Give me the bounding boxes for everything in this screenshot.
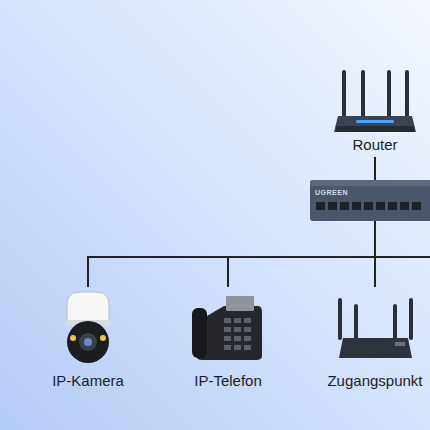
led-strip [356,120,394,123]
key [244,318,251,323]
port [376,202,385,210]
camera-icon [66,292,110,363]
device-node: IP-Telefon [190,287,266,393]
antenna [338,298,342,340]
key [234,318,241,323]
camera-housing [67,292,109,322]
port [400,202,409,210]
keypad [224,318,251,350]
port [352,202,361,210]
port-row [316,202,421,210]
device-label: IP-Telefon [190,372,266,390]
key [224,345,231,350]
router-body [334,116,416,132]
key [244,336,251,341]
network-cable [375,256,430,258]
access-point-body [339,338,412,358]
port [388,202,397,210]
key [234,327,241,332]
port [316,202,325,210]
network-cable [374,157,376,287]
access-point-icon [338,298,413,358]
port [340,202,349,210]
switch-body [310,180,430,221]
device-node: IP-Kamera [48,287,128,393]
switch-icon [310,180,430,221]
antenna [354,304,358,340]
device-label: Router [332,136,418,154]
port [328,202,337,210]
key [244,327,251,332]
antenna [387,70,391,118]
port [412,202,421,210]
device-node: Zugangspunkt [324,287,427,393]
phone-icon [192,296,262,360]
camera-led [100,335,106,341]
router-icon [334,70,416,132]
phone-handset [192,308,207,358]
brand-label: UGREEN [315,189,348,197]
camera-dome [67,321,109,363]
key [224,318,231,323]
antenna [405,70,409,118]
key [234,345,241,350]
antenna [342,70,346,118]
antenna [409,298,413,340]
port [364,202,373,210]
camera-lens [79,333,97,351]
key [224,327,231,332]
key [224,336,231,341]
antenna [361,70,365,118]
switch-top [310,180,430,186]
network-cable [228,157,375,287]
badge [395,342,405,346]
phone-display [226,296,254,311]
antenna [393,304,397,340]
key [244,345,251,350]
router-base [336,126,414,132]
device-node: Router [332,66,418,157]
camera-glass [84,338,92,346]
device-label: Zugangspunkt [324,372,427,390]
network-cable [88,157,375,287]
key [234,336,241,341]
device-label: IP-Kamera [48,372,128,390]
camera-led [70,335,76,341]
